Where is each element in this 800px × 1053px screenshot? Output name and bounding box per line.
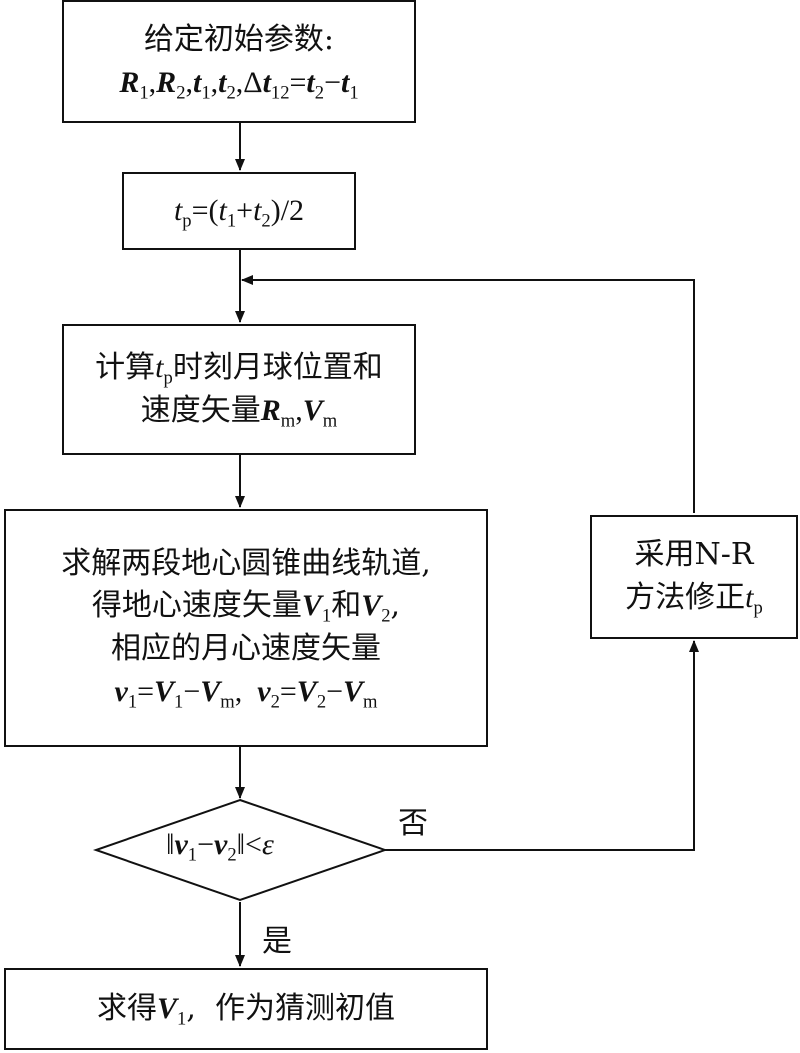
- decision-condition: ‖v1−v2‖<ε: [166, 828, 274, 866]
- nr-correction-line2: 方法修正tp: [625, 580, 763, 619]
- result-box: 求得V1, 作为猜测初值: [4, 968, 488, 1050]
- conic-solve-box: 求解两段地心圆锥曲线轨道, 得地心速度矢量V1和V2, 相应的月心速度矢量 v1…: [4, 509, 488, 747]
- conic-solve-line1: 求解两段地心圆锥曲线轨道,: [61, 545, 431, 581]
- nr-correction-line1: 采用N-R: [634, 537, 754, 573]
- decision-diamond: [92, 798, 389, 902]
- moon-state-box: 计算tp时刻月球位置和 速度矢量Rm,Vm: [62, 324, 416, 455]
- tp-init-formula: tp=(t1+t2)/2: [173, 193, 305, 232]
- initial-params-title: 给定初始参数:: [143, 21, 335, 57]
- result-text: 求得V1, 作为猜测初值: [97, 990, 395, 1030]
- tp-init-box: tp=(t1+t2)/2: [122, 172, 356, 250]
- arrow-box5-loop-back: [241, 275, 695, 513]
- label-no: 否: [398, 806, 428, 841]
- nr-correction-box: 采用N-R 方法修正tp: [590, 515, 798, 639]
- conic-solve-line3: 相应的月心速度矢量: [111, 631, 381, 666]
- arrow-decision-to-box5: [385, 640, 699, 851]
- initial-params-box: 给定初始参数: R1,R2,t1,t2,Δt12=t2−t1: [62, 0, 416, 123]
- conic-solve-line4: v1=V1−Vm, v2=V2−Vm: [114, 674, 378, 713]
- label-yes: 是: [262, 924, 292, 959]
- moon-state-line1: 计算tp时刻月球位置和: [95, 349, 383, 389]
- conic-solve-line2: 得地心速度矢量V1和V2,: [91, 588, 401, 627]
- initial-params-formula: R1,R2,t1,t2,Δt12=t2−t1: [119, 65, 359, 103]
- moon-state-line2: 速度矢量Rm,Vm: [140, 392, 338, 431]
